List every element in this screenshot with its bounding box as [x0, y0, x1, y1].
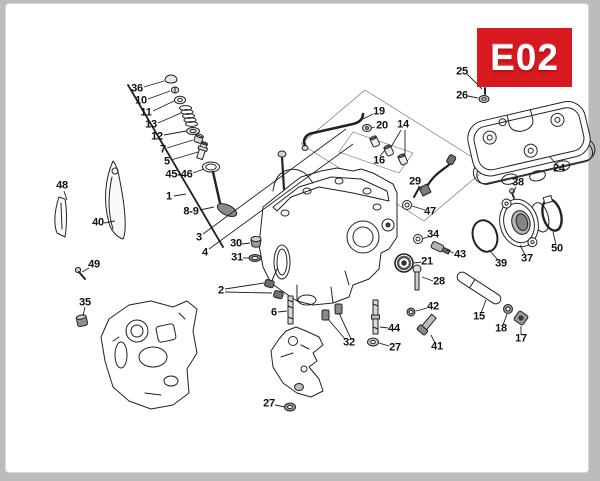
leader-line-36 — [144, 81, 164, 87]
part-callout-41: 41 — [431, 342, 443, 353]
leader-line-40 — [104, 221, 115, 223]
part-callout-18: 18 — [495, 324, 507, 335]
part-callout-15: 15 — [473, 312, 485, 323]
part-callout-8-9: 8-9 — [183, 207, 198, 218]
part-callout-3: 3 — [196, 233, 202, 244]
leader-line-20 — [371, 127, 375, 128]
part-callout-40: 40 — [92, 218, 104, 229]
part-callout-30: 30 — [230, 239, 242, 250]
part-callout-39: 39 — [495, 259, 507, 270]
part-callout-2: 2 — [218, 286, 224, 297]
part-callout-48: 48 — [56, 181, 68, 192]
leader-line-10 — [148, 91, 170, 99]
part-callout-13: 13 — [145, 120, 157, 131]
leader-line-1 — [174, 194, 186, 196]
part-callout-27: 27 — [263, 399, 275, 410]
part-callout-45-46: 45-46 — [165, 170, 192, 181]
part-callout-44: 44 — [388, 324, 400, 335]
leader-line-13 — [158, 113, 181, 123]
leader-line-14 — [391, 130, 401, 147]
leader-line-2 — [225, 292, 272, 293]
part-callout-50: 50 — [551, 244, 563, 255]
part-callout-25: 25 — [456, 67, 468, 78]
leader-line-26 — [468, 96, 478, 98]
part-callout-35: 35 — [79, 298, 91, 309]
leader-line-32 — [339, 313, 351, 339]
leader-line-45-46 — [193, 169, 204, 173]
part-callout-20: 20 — [376, 121, 388, 132]
leader-line-42 — [416, 308, 427, 311]
part-callout-24: 24 — [553, 164, 565, 175]
leader-line-44 — [380, 327, 388, 328]
leader-line-43 — [446, 250, 454, 253]
leader-line-5 — [171, 152, 198, 160]
part-callout-47: 47 — [424, 207, 436, 218]
part-callout-27: 27 — [389, 343, 401, 354]
part-callout-5: 5 — [164, 157, 170, 168]
part-callout-36: 36 — [131, 84, 143, 95]
part-callout-32: 32 — [343, 338, 355, 349]
page-code-badge: E02 — [477, 28, 572, 87]
part-callout-4: 4 — [202, 248, 208, 259]
leader-line-11 — [153, 101, 174, 111]
leader-line-7 — [167, 140, 193, 148]
part-callout-29: 29 — [409, 177, 421, 188]
part-callout-34: 34 — [427, 230, 439, 241]
part-callout-21: 21 — [421, 257, 433, 268]
part-callout-14: 14 — [397, 120, 409, 131]
leader-line-2 — [225, 283, 264, 289]
part-callout-11: 11 — [140, 108, 151, 119]
leader-line-27 — [275, 405, 285, 407]
part-callout-49: 49 — [88, 260, 100, 271]
leader-line-8-9 — [200, 207, 214, 210]
part-callout-7: 7 — [160, 145, 166, 156]
leader-line-28 — [422, 277, 433, 281]
part-callout-19: 19 — [373, 107, 385, 118]
part-callout-6: 6 — [271, 308, 277, 319]
leader-line-19 — [363, 114, 373, 119]
leader-line-27 — [379, 343, 389, 346]
leader-line-30 — [242, 243, 250, 244]
leader-line-21 — [414, 262, 421, 263]
part-callout-17: 17 — [515, 334, 527, 345]
part-callout-31: 31 — [231, 253, 243, 264]
part-callout-43: 43 — [454, 250, 466, 261]
leader-line-6 — [278, 311, 287, 312]
part-callout-42: 42 — [427, 302, 439, 313]
leader-line-47 — [412, 206, 425, 210]
part-callout-38: 38 — [512, 178, 524, 189]
leader-line-3 — [203, 129, 346, 234]
part-callout-37: 37 — [521, 254, 533, 265]
leader-line-4 — [209, 144, 353, 249]
leader-line-12 — [164, 131, 186, 135]
leader-line-48 — [64, 191, 67, 200]
part-callout-28: 28 — [433, 277, 445, 288]
part-callout-10: 10 — [135, 96, 147, 107]
part-callout-16: 16 — [373, 156, 385, 167]
part-callout-12: 12 — [151, 132, 163, 143]
part-callout-26: 26 — [456, 91, 468, 102]
part-callout-1: 1 — [166, 192, 172, 203]
